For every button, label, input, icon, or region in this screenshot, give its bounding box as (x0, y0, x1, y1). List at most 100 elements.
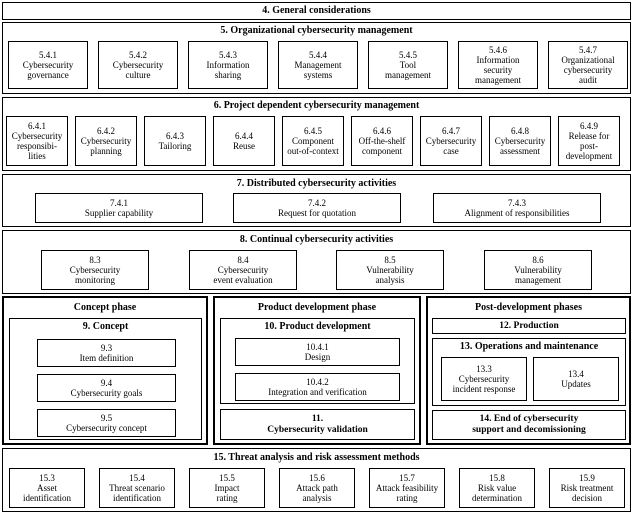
section-8-continual-activities: 8. Continual cybersecurity activities 8.… (2, 230, 631, 294)
item-number: 9.4 (100, 378, 113, 388)
post-development-phases-title: Post-development phases (475, 302, 582, 313)
item-label: Management systems (294, 60, 342, 80)
item-number: 10.4.1 (306, 342, 329, 352)
item-number: 8.6 (532, 255, 544, 265)
item-label: Reuse (233, 141, 255, 151)
item-number: 6.4.7 (442, 126, 460, 136)
item-number: 6.4.4 (235, 131, 253, 141)
item-number: 8.3 (89, 255, 101, 265)
item-label: Cybersecurity responsibi- lities (11, 131, 63, 161)
item-number: 5.4.1 (39, 50, 57, 60)
item-number: 15.3 (39, 473, 55, 483)
item-label: Attack path analysis (296, 483, 338, 503)
item-number: 6.4.6 (373, 126, 391, 136)
item-label: Integration and verification (268, 387, 367, 397)
item-number: 9.3 (100, 343, 113, 353)
item-number: 5.4.5 (399, 50, 417, 60)
item-label: Off-the-shelf component (358, 136, 406, 156)
item-label: Cybersecurity concept (66, 423, 147, 433)
item-label: Component out-of-context (287, 136, 339, 156)
post-development-phases: Post-development phases 12. Production 1… (426, 296, 631, 445)
item-label: Cybersecurity planning (80, 136, 132, 156)
item-label: Cybersecurity assessment (494, 136, 546, 156)
item-number: 15.9 (579, 473, 595, 483)
item-number: 7.4.1 (110, 198, 128, 208)
item-number: 6.4.2 (97, 126, 115, 136)
item-label: Release for post- development (565, 131, 613, 161)
section-6-project-management: 6. Project dependent cybersecurity manag… (2, 97, 631, 171)
item-label: Cybersecurity governance (22, 60, 74, 80)
item-label: Cybersecurity case (425, 136, 477, 156)
item-number: 15.7 (399, 473, 415, 483)
item-label: Tool management (385, 60, 431, 80)
item-label: Cybersecurity goals (70, 388, 143, 398)
item-label: Design (304, 352, 331, 362)
item-label: Attack feasibility rating (375, 483, 439, 503)
product-development-phase: Product development phase 10. Product de… (213, 296, 421, 445)
product-development-phase-title: Product development phase (257, 302, 377, 313)
item-number: 13.4 (568, 369, 584, 379)
item-number: 5.4.7 (579, 45, 597, 55)
section-8-title: 8. Continual cybersecurity activities (239, 234, 394, 245)
section-15-threat-analysis-methods: 15. Threat analysis and risk assessment … (2, 448, 631, 512)
item-number: 6.4.9 (580, 121, 598, 131)
section-6-title: 6. Project dependent cybersecurity manag… (213, 100, 420, 111)
item-number: 6.4.3 (166, 131, 184, 141)
item-label: Cybersecurity culture (112, 60, 164, 80)
section-14-end-of-support: 14. End of cybersecurity support and dec… (432, 410, 626, 440)
item-label: Request for quotation (278, 208, 356, 218)
item-label: Information security management (475, 55, 521, 85)
item-number: 5.4.3 (219, 50, 237, 60)
section-5-title: 5. Organizational cybersecurity manageme… (220, 25, 413, 36)
item-label: Cybersecurity monitoring (69, 265, 121, 285)
item-label: Alignment of responsibilities (464, 208, 570, 218)
item-number: 9.5 (100, 413, 113, 423)
section-7-distributed-activities: 7. Distributed cybersecurity activities … (2, 174, 631, 227)
item-label: Vulnerability analysis (366, 265, 414, 285)
item-number: 8.4 (237, 255, 249, 265)
item-number: 5.4.2 (129, 50, 147, 60)
item-number: 6.4.5 (304, 126, 322, 136)
item-number: 15.4 (129, 473, 145, 483)
item-number: 15.6 (309, 473, 325, 483)
item-number: 5.4.6 (489, 45, 507, 55)
item-number: 7.4.3 (508, 198, 526, 208)
concept-phase-title: Concept phase (73, 302, 137, 313)
item-label: Item definition (79, 353, 134, 363)
item-number: 7.4.2 (308, 198, 326, 208)
item-label: Threat scenario identification (109, 483, 165, 503)
section-11-cybersecurity-validation: 11. Cybersecurity validation (220, 409, 415, 440)
item-label: Information sharing (206, 60, 250, 80)
